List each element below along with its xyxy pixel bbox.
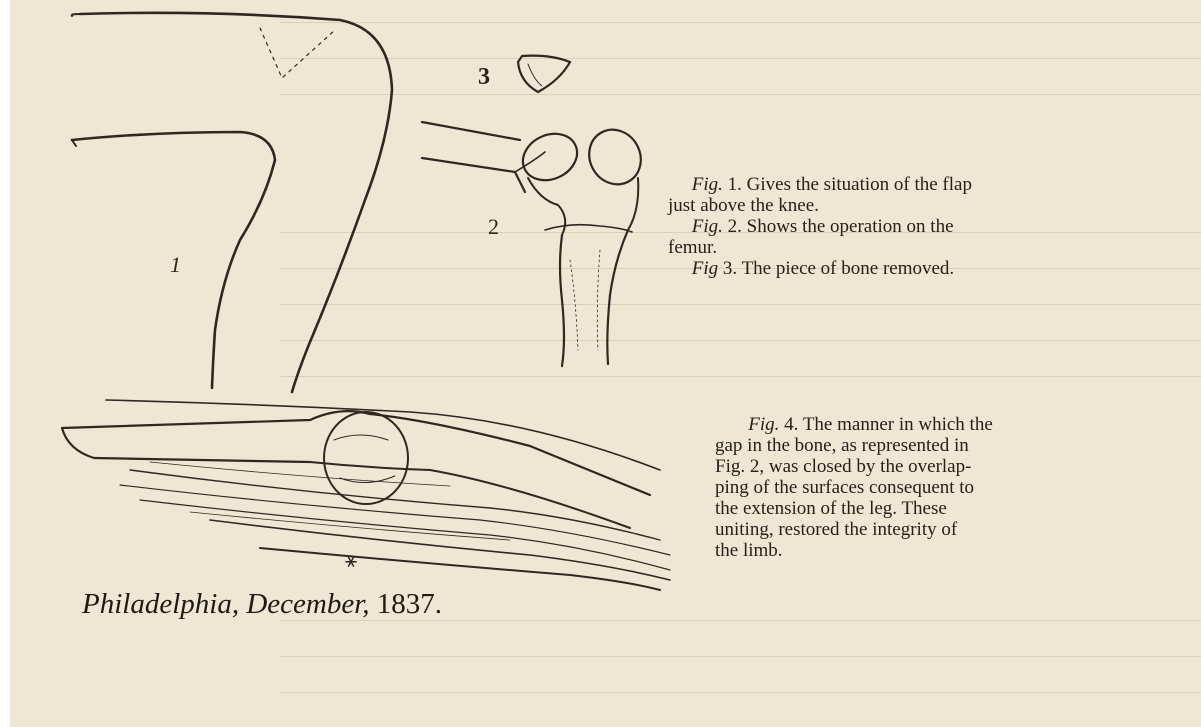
caption-fig2-line2: femur. [668, 237, 972, 258]
figure-2-number: 2 [488, 214, 499, 240]
caption-fig1-num: 1. [728, 174, 742, 195]
caption-fig1: Fig. 1. Gives the situation of the flap [668, 174, 972, 195]
caption-fig4-line2: gap in the bone, as represented in [715, 435, 993, 456]
caption-fig4-line3: Fig. 2, was closed by the overlap- [715, 456, 993, 477]
caption-fig3-text: The piece of bone removed. [742, 258, 955, 279]
figure-1-number: 1 [170, 252, 181, 278]
figure-caption-lower: Fig. 4. The manner in which the gap in t… [715, 414, 993, 561]
figure-1-leg-drawing [72, 13, 392, 392]
figure-3-number: 3 [478, 64, 490, 91]
figure-2-femur-drawing [422, 120, 651, 366]
figure-3-bone-piece-drawing [518, 56, 570, 92]
place-name: Philadelphia, [82, 588, 239, 620]
caption-fig1-line2: just above the knee. [668, 195, 972, 216]
caption-fig3: Fig 3. The piece of bone removed. [668, 258, 972, 279]
book-page: 1 2 3 ⚹ Fig. 1. Gives the situation of t… [10, 0, 1201, 727]
place-date-line: Philadelphia, December, 1837. [82, 588, 442, 621]
caption-fig3-prefix: Fig [692, 258, 718, 279]
caption-fig1-line1: Gives the situation of the flap [747, 174, 972, 195]
date-month: December, [246, 588, 369, 620]
figure-4-extended-leg-drawing [62, 400, 670, 590]
caption-fig4-text1: The manner in which the [803, 414, 993, 435]
figure-4-marker: ⚹ [345, 550, 357, 573]
caption-fig4-line6: uniting, restored the integrity of [715, 519, 993, 540]
caption-fig2-num: 2. [728, 216, 742, 237]
figure-captions-upper: Fig. 1. Gives the situation of the flap … [668, 174, 972, 279]
caption-fig4-line5: the extension of the leg. These [715, 498, 993, 519]
caption-fig2-line1: Shows the operation on the [747, 216, 954, 237]
caption-fig3-num: 3. [723, 258, 737, 279]
caption-fig2-prefix: Fig. [692, 216, 723, 237]
caption-fig4-line1: Fig. 4. The manner in which the [715, 414, 993, 435]
caption-fig2: Fig. 2. Shows the operation on the [668, 216, 972, 237]
date-year: 1837. [377, 588, 442, 620]
caption-fig4-line7: the limb. [715, 540, 993, 561]
caption-fig4-prefix: Fig. [748, 414, 779, 435]
caption-fig4-line4: ping of the surfaces consequent to [715, 477, 993, 498]
caption-fig1-prefix: Fig. [692, 174, 723, 195]
caption-fig4-num: 4. [784, 414, 798, 435]
